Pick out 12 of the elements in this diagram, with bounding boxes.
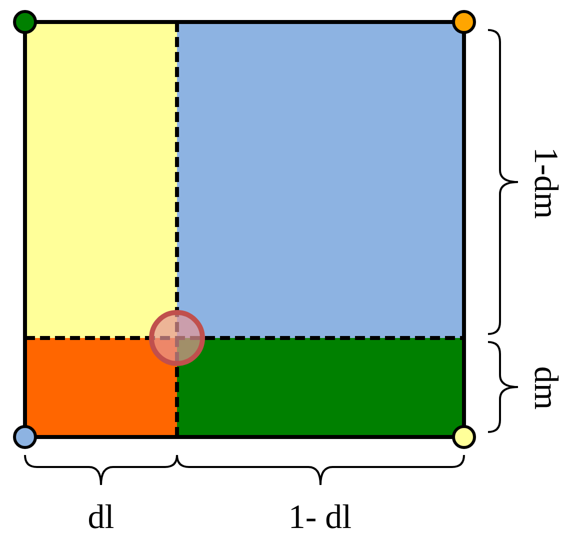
area-region [177,22,464,338]
area-region [25,338,177,437]
corner-point [452,10,476,34]
corner-point [452,425,476,449]
dimension-label: dl [88,501,114,535]
area-region [177,338,464,437]
area-region [25,22,177,338]
corner-point [13,10,37,34]
dimension-label: 1-dm [528,147,562,219]
dimension-label: 1- dl [288,501,352,535]
corner-point [13,425,37,449]
dimension-label: dm [528,366,562,410]
